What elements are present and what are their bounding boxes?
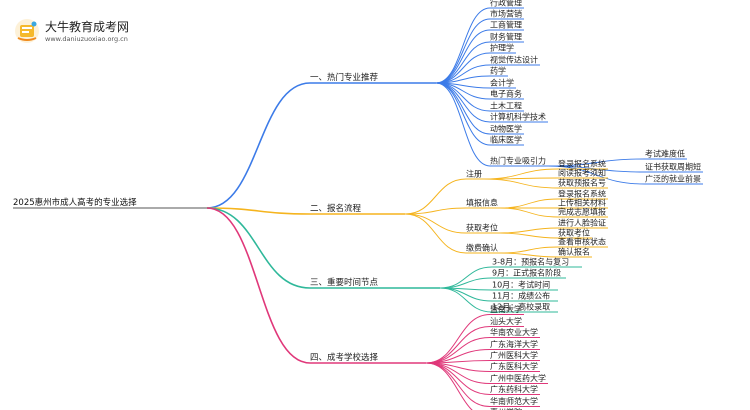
branch-4-child-9-connector (425, 362, 491, 407)
branch-2-child-1-sub-2[interactable]: 阅读报考须知 (558, 168, 606, 178)
branch-4-child-9[interactable]: 华南师范大学 (490, 396, 538, 406)
branch-2-child-4-sub-2-connector (499, 252, 559, 258)
branch-2-child-1-sub-3[interactable]: 获取预报名号 (558, 178, 606, 188)
branch-1-child-12[interactable]: 动物医学 (490, 124, 522, 134)
branch-2-child-2-sub-2[interactable]: 上传相关材料 (558, 198, 606, 208)
branch-4-child-4[interactable]: 广东海洋大学 (490, 339, 538, 349)
branch-4-child-2-connector (425, 326, 491, 364)
branch-2-child-3-sub-2[interactable]: 获取考位 (558, 228, 590, 238)
branch-2-child-2[interactable]: 填报信息 (466, 198, 498, 208)
branch-3-child-2-connector (439, 277, 493, 289)
root-topic[interactable]: 2025惠州市成人高考的专业选择 (13, 197, 137, 208)
branch-1-child-14-sub-3-connector (547, 165, 646, 185)
branch-2-child-2-sub-1-connector (499, 198, 559, 209)
branch-2-child-1-sub-1-connector (483, 168, 559, 180)
branch-2-child-3-sub-1[interactable]: 进行人脸验证 (558, 218, 606, 228)
branch-1-connector (206, 82, 311, 209)
branch-1-child-4-connector (435, 41, 491, 84)
branch-2-child-2-sub-3-connector (499, 207, 559, 218)
branch-1-child-1[interactable]: 行政管理 (490, 0, 522, 8)
branch-4-connector (206, 207, 311, 364)
branch-3-child-1-connector (439, 266, 493, 289)
branch-4-child-8[interactable]: 广东药科大学 (490, 384, 538, 394)
branch-1-child-14-sub-1[interactable]: 考试难度低 (645, 149, 685, 159)
branch-2-child-1-connector (404, 178, 467, 215)
branch-2-child-1[interactable]: 注册 (466, 169, 482, 179)
branch-2-child-3-sub-1-connector (499, 227, 559, 234)
branch-3-label[interactable]: 三、重要时间节点 (310, 277, 379, 288)
branch-4-child-7[interactable]: 广州中医药大学 (490, 373, 546, 383)
branch-1-child-11-connector (435, 82, 491, 123)
branch-1-label[interactable]: 一、热门专业推荐 (310, 72, 379, 83)
branch-1-child-3[interactable]: 工商管理 (490, 20, 522, 30)
branch-1-child-8[interactable]: 会计学 (490, 78, 514, 88)
branch-3-child-2[interactable]: 9月：正式报名阶段 (492, 268, 561, 278)
branch-2-child-1-sub-3-connector (483, 178, 559, 189)
branch-1-child-4[interactable]: 财务管理 (490, 32, 522, 42)
branch-2-child-2-sub-1[interactable]: 登录报名系统 (558, 189, 606, 199)
site-logo[interactable]: 大牛教育成考网 www.daniuzuoxiao.org.cn (14, 16, 184, 46)
branch-2-child-4-sub-1[interactable]: 查看审核状态 (558, 237, 606, 247)
branch-2-connector (206, 207, 311, 215)
branch-1-child-11[interactable]: 计算机科学技术 (490, 112, 546, 122)
branch-1-child-14-sub-2[interactable]: 证书获取周期短 (645, 162, 701, 172)
branch-1-child-5[interactable]: 护理学 (490, 43, 514, 53)
branch-4-child-7-connector (425, 362, 491, 384)
branch-1-child-9[interactable]: 电子商务 (490, 89, 522, 99)
branch-2-child-4-connector (404, 213, 467, 254)
branch-1-child-13-connector (435, 82, 491, 146)
branch-3-child-5[interactable]: 12月：高校录取 (492, 302, 550, 312)
branch-2-child-3[interactable]: 获取考位 (466, 223, 498, 233)
branch-4-child-5[interactable]: 广州医科大学 (490, 350, 538, 360)
branch-1-child-13[interactable]: 临床医学 (490, 135, 522, 145)
branch-1-child-7[interactable]: 药学 (490, 66, 506, 76)
branch-3-child-4[interactable]: 11月：成绩公布 (492, 291, 550, 301)
branch-4-child-6[interactable]: 广东医科大学 (490, 361, 538, 371)
branch-1-child-3-connector (435, 29, 491, 84)
branch-4-child-10[interactable]: 惠州学院 (490, 407, 522, 410)
branch-2-child-3-connector (404, 213, 467, 234)
branch-1-child-2[interactable]: 市场营销 (490, 9, 522, 19)
branch-1-child-14[interactable]: 热门专业吸引力 (490, 156, 546, 166)
logo-url: www.daniuzuoxiao.org.cn (45, 35, 128, 43)
branch-4-child-3[interactable]: 华南农业大学 (490, 327, 538, 337)
branch-2-child-4-sub-2[interactable]: 确认报名 (558, 247, 590, 257)
book-logo-icon (15, 19, 39, 43)
branch-3-child-1[interactable]: 3-8月：预报名与复习 (492, 257, 569, 267)
logo-title: 大牛教育成考网 (45, 20, 130, 34)
branch-1-child-10[interactable]: 土木工程 (490, 101, 522, 111)
branch-1-child-14-sub-1-connector (547, 158, 646, 167)
branch-2-child-2-sub-3[interactable]: 完成志愿填报 (558, 207, 606, 217)
branch-1-child-14-sub-3[interactable]: 广泛的就业前景 (645, 174, 701, 184)
branch-4-child-10-connector (425, 362, 474, 410)
branch-2-label[interactable]: 二、报名流程 (310, 203, 362, 214)
branch-3-child-3[interactable]: 10月：考试时间 (492, 280, 550, 290)
branch-4-child-2[interactable]: 汕头大学 (490, 316, 522, 326)
branch-2-child-3-sub-2-connector (499, 232, 559, 239)
branch-4-child-1[interactable]: 暨南大学 (490, 304, 522, 314)
branch-2-child-1-sub-1[interactable]: 登录报名系统 (558, 159, 606, 169)
branch-3-connector (206, 207, 311, 289)
branch-1-child-14-connector (435, 82, 491, 167)
branch-4-label[interactable]: 四、成考学校选择 (310, 352, 379, 363)
branch-2-child-4-sub-1-connector (499, 246, 559, 254)
branch-1-child-1-connector (435, 7, 491, 84)
branch-2-child-4[interactable]: 缴费确认 (466, 243, 498, 253)
branch-1-child-10-connector (435, 82, 491, 112)
branch-2-child-2-connector (404, 207, 467, 215)
branch-3-child-5-connector (439, 287, 493, 313)
branch-1-child-6[interactable]: 视觉传达设计 (490, 55, 538, 65)
